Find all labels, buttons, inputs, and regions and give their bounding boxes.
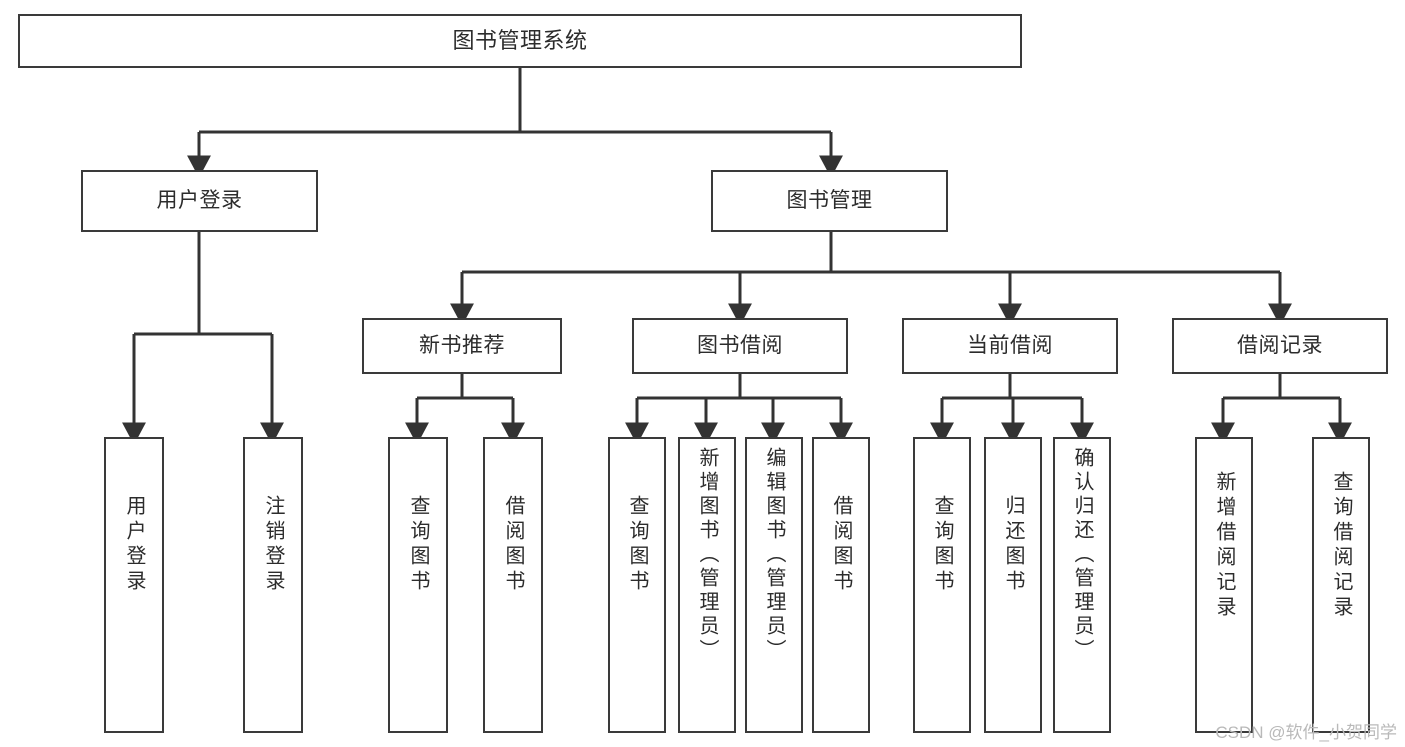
node-label: 图书借阅 [697,333,783,357]
leaf-borrow-book[interactable]: 借阅图书 [812,437,870,733]
node-label: 用户登录 [123,495,145,595]
node-label: 查询图书 [407,495,429,595]
leaf-return-book[interactable]: 归还图书 [984,437,1042,733]
leaf-borrow-book-recommend[interactable]: 借阅图书 [483,437,543,733]
node-label: 编辑图书（管理员） [763,447,785,663]
node-label: 图书管理 [786,188,873,212]
node-label: 新书推荐 [419,333,505,357]
leaf-add-book-admin[interactable]: 新增图书（管理员） [678,437,736,733]
node-label: 图书管理系统 [452,28,588,54]
leaf-query-book-recommend[interactable]: 查询图书 [388,437,448,733]
node-label: 查询借阅记录 [1330,471,1352,621]
leaf-user-login[interactable]: 用户登录 [104,437,164,733]
node-label: 确认归还（管理员） [1071,447,1093,663]
leaf-edit-book-admin[interactable]: 编辑图书（管理员） [745,437,803,733]
leaf-logout[interactable]: 注销登录 [243,437,303,733]
node-book-management[interactable]: 图书管理 [711,170,948,232]
node-book-borrow[interactable]: 图书借阅 [632,318,848,374]
node-borrow-record[interactable]: 借阅记录 [1172,318,1388,374]
leaf-query-book-borrow[interactable]: 查询图书 [608,437,666,733]
leaf-query-book-current[interactable]: 查询图书 [913,437,971,733]
node-label: 查询图书 [931,495,953,595]
leaf-add-borrow-record[interactable]: 新增借阅记录 [1195,437,1253,733]
node-root-system[interactable]: 图书管理系统 [18,14,1022,68]
node-label: 借阅记录 [1237,333,1323,357]
node-label: 查询图书 [626,495,648,595]
node-label: 当前借阅 [967,333,1053,357]
leaf-confirm-return-admin[interactable]: 确认归还（管理员） [1053,437,1111,733]
node-label: 借阅图书 [830,495,852,595]
node-current-borrow[interactable]: 当前借阅 [902,318,1118,374]
node-new-book-recommend[interactable]: 新书推荐 [362,318,562,374]
csdn-watermark: CSDN @软件_小贺同学 [1215,723,1397,742]
node-label: 归还图书 [1002,495,1024,595]
node-label: 用户登录 [156,188,243,212]
node-label: 借阅图书 [502,495,524,595]
node-label: 新增图书（管理员） [696,447,718,663]
leaf-query-borrow-record[interactable]: 查询借阅记录 [1312,437,1370,733]
node-label: 注销登录 [262,495,284,595]
node-user-login[interactable]: 用户登录 [81,170,318,232]
node-label: 新增借阅记录 [1213,471,1235,621]
